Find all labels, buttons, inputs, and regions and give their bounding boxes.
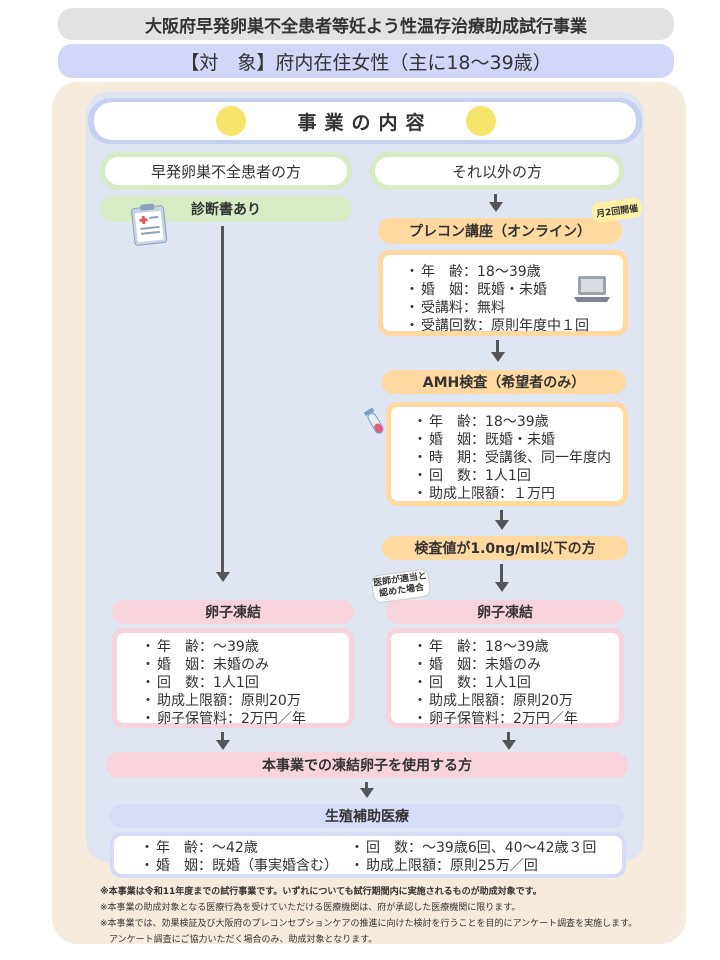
precon-list: 年 齢：18～39歳 婚 姻：既婚・未婚 受講料：無料 受講回数：原則年度中１回 bbox=[405, 263, 623, 335]
target-banner: 【対 象】府内在住女性（主に18～39歳） bbox=[58, 44, 674, 78]
page-title: 大阪府早発卵巣不全患者等妊よう性温存治療助成試行事業 bbox=[58, 8, 674, 40]
precon-title: プレコン講座（オンライン） bbox=[378, 218, 622, 244]
art-title: 生殖補助医療 bbox=[110, 804, 624, 828]
left-flow-line bbox=[221, 226, 224, 572]
arrow-down-icon bbox=[489, 202, 503, 212]
arrow-down-icon bbox=[216, 572, 230, 582]
footnote: ※本事業は令和11年度までの試行事業です。いずれについても試行期間内に実施される… bbox=[100, 887, 542, 897]
footnote: ※本事業の助成対象となる医療行為を受けていただける医療機関は、府が承認した医療機… bbox=[100, 903, 521, 913]
list-item: 婚 姻：未婚のみ bbox=[141, 656, 349, 674]
list-item: 年 齢：18～39歳 bbox=[413, 638, 619, 656]
list-item: 年 齢：18～39歳 bbox=[405, 263, 623, 281]
left-freeze-box: 年 齢：～39歳 婚 姻：未婚のみ 回 数：1人1回 助成上限額：原則20万 卵… bbox=[112, 628, 354, 728]
list-item: 婚 姻：既婚・未婚 bbox=[405, 281, 623, 299]
left-freeze-list: 年 齢：～39歳 婚 姻：未婚のみ 回 数：1人1回 助成上限額：原則20万 卵… bbox=[141, 638, 349, 728]
list-item: 婚 姻：既婚（事実婚含む） bbox=[140, 857, 338, 875]
list-item: 回 数：1人1回 bbox=[413, 674, 619, 692]
right-freeze-box: 年 齢：18～39歳 婚 姻：未婚のみ 回 数：1人1回 助成上限額：原則20万… bbox=[386, 628, 624, 728]
arrow-down-icon bbox=[491, 352, 505, 362]
list-item: 婚 姻：既婚・未婚 bbox=[413, 431, 623, 449]
arrow-down-icon bbox=[216, 740, 230, 750]
list-item: 時 期：受講後、同一年度内 bbox=[413, 449, 623, 467]
sun-decoration-icon bbox=[466, 106, 496, 136]
art-list-left: 年 齢：～42歳 婚 姻：既婚（事実婚含む） bbox=[140, 839, 338, 875]
footnotes: ※本事業は令和11年度までの試行事業です。いずれについても試行期間内に実施される… bbox=[100, 884, 690, 948]
right-freeze-title: 卵子凍結 bbox=[386, 600, 624, 624]
amh-list: 年 齢：18～39歳 婚 姻：既婚・未婚 時 期：受講後、同一年度内 回 数：1… bbox=[413, 413, 623, 503]
arrow-down-icon bbox=[502, 740, 516, 750]
list-item: 年 齢：18～39歳 bbox=[413, 413, 623, 431]
arrow-down-icon bbox=[495, 582, 509, 592]
precon-box: 年 齢：18～39歳 婚 姻：既婚・未婚 受講料：無料 受講回数：原則年度中１回 bbox=[378, 250, 628, 336]
arrow-down-icon bbox=[360, 788, 374, 798]
art-list-right: 回 数：～39歳6回、40～42歳３回 助成上限額：原則25万／回 bbox=[350, 839, 596, 875]
test-tube-icon bbox=[360, 404, 392, 444]
amh-title: AMH検査（希望者のみ） bbox=[382, 370, 626, 394]
footnote: アンケート調査にご協力いただく場合のみ、助成対象となります。 bbox=[100, 935, 378, 945]
section-heading: 事業の内容 bbox=[94, 102, 636, 140]
left-merge-line bbox=[221, 732, 224, 740]
merge-label: 本事業での凍結卵子を使用する方 bbox=[106, 752, 628, 778]
art-box: 年 齢：～42歳 婚 姻：既婚（事実婚含む） 回 数：～39歳6回、40～42歳… bbox=[110, 832, 626, 878]
right-freeze-list: 年 齢：18～39歳 婚 姻：未婚のみ 回 数：1人1回 助成上限額：原則20万… bbox=[413, 638, 619, 728]
list-item: 受講料：無料 bbox=[405, 299, 623, 317]
merge-flow-line bbox=[365, 782, 368, 788]
list-item: 受講回数：原則年度中１回 bbox=[405, 317, 623, 335]
sun-decoration-icon bbox=[216, 106, 246, 136]
arrow-down-icon bbox=[495, 520, 509, 530]
list-item: 回 数：～39歳6回、40～42歳３回 bbox=[350, 839, 596, 857]
left-header: 早発卵巣不全患者の方 bbox=[100, 152, 352, 190]
list-item: 卵子保管料：2万円／年 bbox=[413, 710, 619, 728]
right-flow-line bbox=[494, 194, 497, 202]
list-item: 助成上限額：原則20万 bbox=[413, 692, 619, 710]
right-flow-line bbox=[500, 564, 503, 582]
right-flow-line bbox=[496, 340, 499, 352]
laptop-icon bbox=[572, 274, 612, 304]
clipboard-icon bbox=[128, 200, 170, 248]
amh-box: 年 齢：18～39歳 婚 姻：既婚・未婚 時 期：受講後、同一年度内 回 数：1… bbox=[386, 402, 628, 506]
list-item: 回 数：1人1回 bbox=[141, 674, 349, 692]
list-item: 助成上限額：原則20万 bbox=[141, 692, 349, 710]
threshold-label: 検査値が1.0ng/ml以下の方 bbox=[382, 536, 628, 560]
list-item: 年 齢：～39歳 bbox=[141, 638, 349, 656]
list-item: 回 数：1人1回 bbox=[413, 467, 623, 485]
footnote: ※本事業では、効果検証及び大阪府のプレコンセプションケアの推進に向けた検討を行う… bbox=[100, 919, 638, 929]
right-merge-line bbox=[507, 732, 510, 740]
list-item: 助成上限額：原則25万／回 bbox=[350, 857, 596, 875]
left-freeze-title: 卵子凍結 bbox=[112, 600, 354, 624]
list-item: 助成上限額：１万円 bbox=[413, 485, 623, 503]
list-item: 年 齢：～42歳 bbox=[140, 839, 338, 857]
right-flow-line bbox=[500, 510, 503, 520]
list-item: 婚 姻：未婚のみ bbox=[413, 656, 619, 674]
right-header: それ以外の方 bbox=[370, 152, 624, 190]
list-item: 卵子保管料：2万円／年 bbox=[141, 710, 349, 728]
